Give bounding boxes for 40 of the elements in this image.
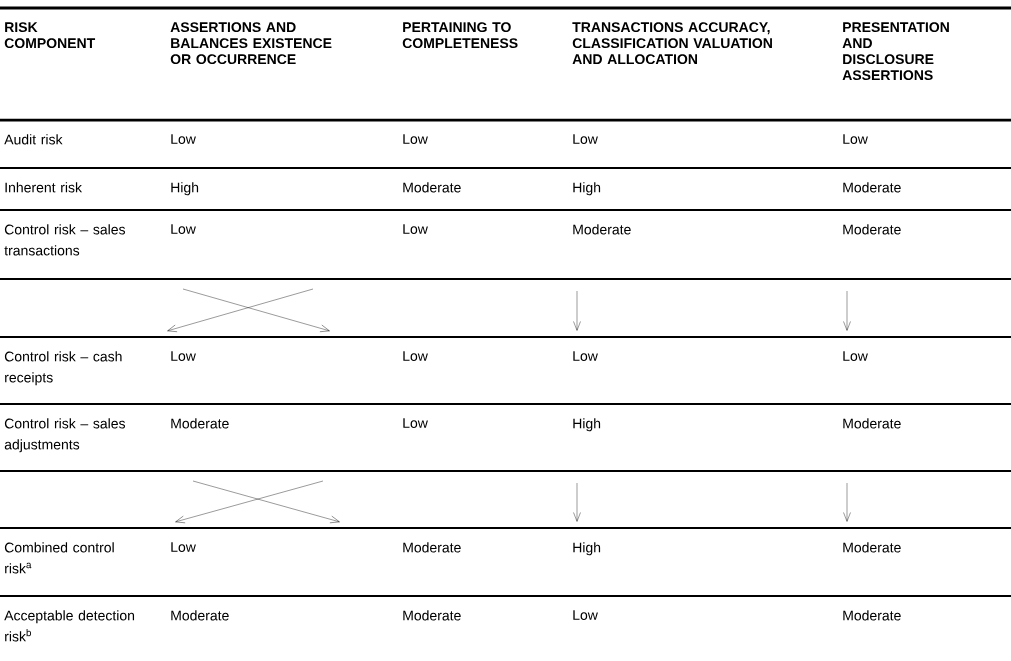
table-cell: Moderate	[843, 542, 901, 553]
row-label: Inherent risk	[5, 182, 83, 193]
table-cell: Low	[843, 351, 868, 361]
table-cell: Low	[843, 134, 868, 144]
table-cell: Moderate	[171, 610, 229, 621]
table-cell: Low	[171, 351, 196, 361]
row-label: Control risk – cash receipts	[4, 351, 122, 386]
row-label: Acceptable detection risk$^{b}$	[4, 610, 135, 642]
table-cell: Low	[573, 610, 598, 620]
table-cell: High	[171, 182, 199, 196]
table-cell: Low	[403, 418, 428, 428]
table-cell: Moderate	[843, 418, 901, 429]
table-cell: Low	[573, 351, 598, 361]
column-header: PRESENTATION AND DISCLOSURE ASSERTIONS	[842, 22, 949, 81]
table-cell: Low	[171, 134, 196, 144]
table-cell: Low	[403, 351, 428, 361]
table-cell: Moderate	[171, 418, 229, 429]
table-cell: Low	[403, 134, 428, 144]
table-cell: High	[573, 542, 601, 556]
row-label: Control risk – sales transactions	[4, 224, 126, 256]
table-cell: Moderate	[403, 182, 461, 193]
column-header: RISK COMPONENT	[4, 22, 96, 49]
table-cell: High	[573, 182, 601, 196]
table-cell: Low	[403, 224, 428, 234]
table-cell: Low	[171, 542, 196, 552]
table-cell: Moderate	[403, 542, 461, 553]
table-cell: Low	[573, 134, 598, 144]
column-header: ASSERTIONS AND BALANCES EXISTENCE OR OCCURRENCE	[170, 22, 332, 65]
table-cell: Low	[171, 224, 196, 234]
table-cell: Moderate	[843, 224, 901, 235]
row-label: Control risk – sales adjustments	[4, 418, 126, 453]
table-cell: Moderate	[573, 224, 631, 235]
row-label: Combined control risk$^{a}$	[4, 542, 114, 574]
table-cell: High	[573, 418, 601, 432]
row-label: Audit risk	[4, 134, 63, 145]
table-cell: Moderate	[403, 610, 461, 621]
column-header: PERTAINING TO COMPLETENESS	[402, 22, 518, 49]
table-cell: Moderate	[843, 610, 901, 621]
column-header: TRANSACTIONS ACCURACY, CLASSIFICATION VALUATION AND ALLOCATION	[572, 22, 772, 65]
table-cell: Moderate	[843, 182, 901, 193]
